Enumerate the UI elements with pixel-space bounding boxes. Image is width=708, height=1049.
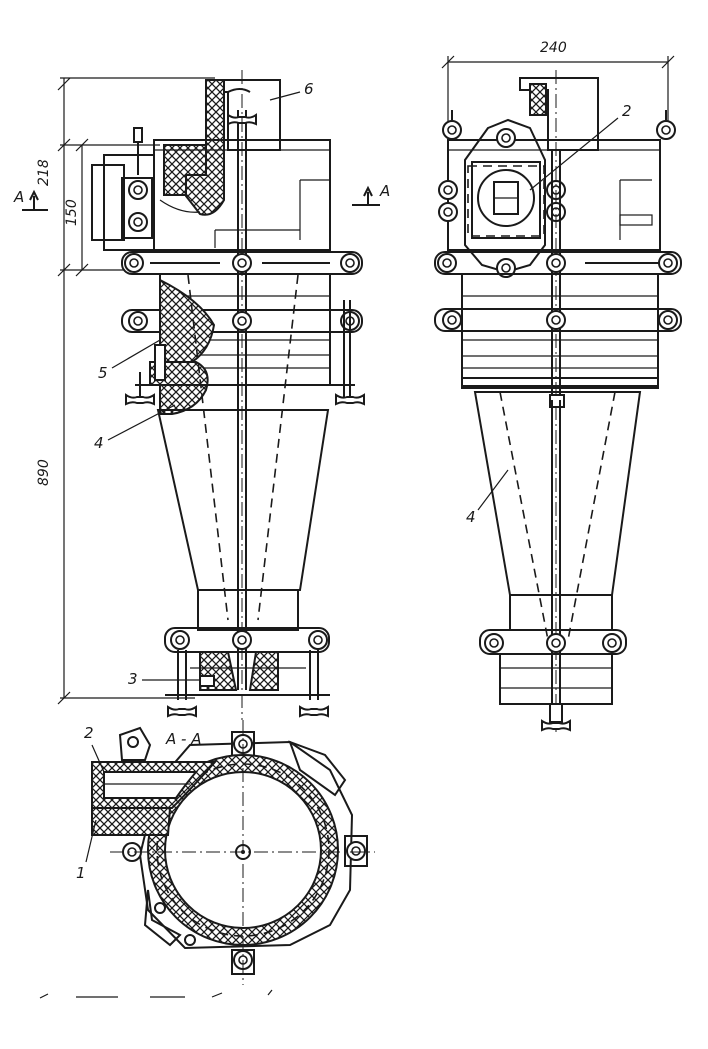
section-a-a xyxy=(39,720,375,999)
section-marker-left: A xyxy=(14,188,25,206)
callout-1-section: 1 xyxy=(76,864,86,882)
callout-4-left: 4 xyxy=(94,434,104,452)
callout-3: 3 xyxy=(128,670,138,688)
callout-2-right: 2 xyxy=(622,102,632,120)
callout-6: 6 xyxy=(304,80,314,98)
section-title: A - A xyxy=(166,730,202,748)
dim-inlet-height: 150 xyxy=(64,199,80,226)
callout-5: 5 xyxy=(98,364,108,382)
dim-width: 240 xyxy=(540,40,567,56)
section-marker-right: A xyxy=(380,182,391,200)
front-view xyxy=(22,70,380,720)
callout-2-section: 2 xyxy=(84,724,94,742)
side-view xyxy=(434,55,682,735)
dim-top-section: 218 xyxy=(36,159,52,186)
dim-overall-height: 890 xyxy=(36,459,52,486)
callout-4-right: 4 xyxy=(466,508,476,526)
